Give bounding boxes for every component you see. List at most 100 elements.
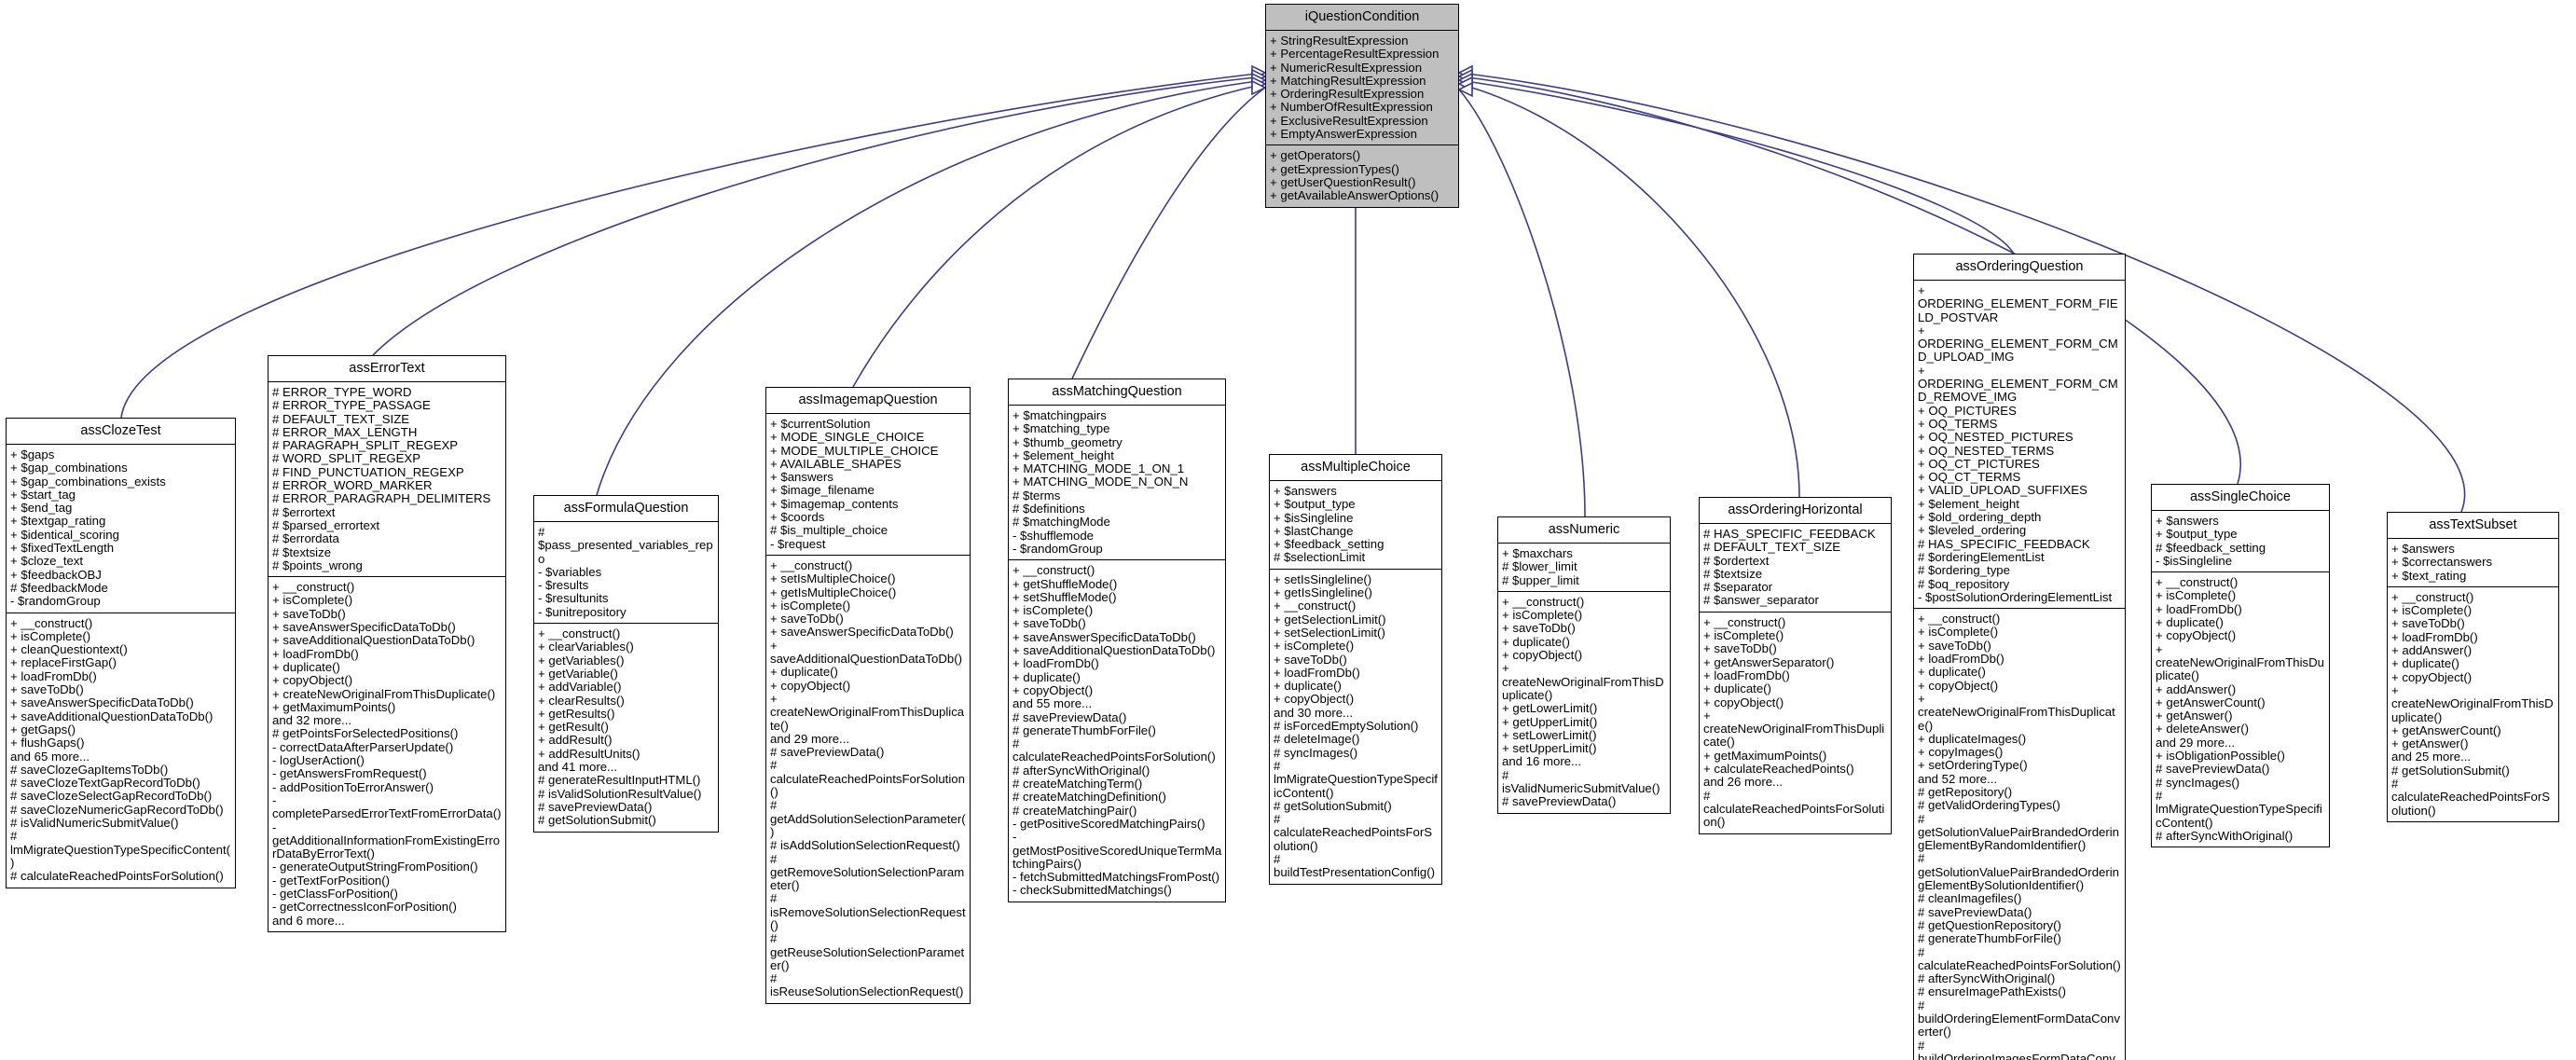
class-method: + saveToDb() bbox=[10, 682, 84, 697]
class-method: - checkSubmittedMatchings() bbox=[1012, 883, 1172, 898]
class-attribute: + OQ_TERMS bbox=[1918, 416, 1998, 431]
class-method: + setLowerLimit() bbox=[1502, 727, 1597, 742]
class-attributes-section: + $answers+ $correctanswers+ $text_ratin… bbox=[2388, 539, 2558, 587]
class-attribute: + MODE_SINGLE_CHOICE bbox=[770, 430, 925, 445]
class-method: + copyObject() bbox=[770, 678, 851, 693]
class-attributes-section: + $currentSolution+ MODE_SINGLE_CHOICE+ … bbox=[766, 414, 970, 556]
class-box-assOrderingQuestion[interactable]: assOrderingQuestion+ ORDERING_ELEMENT_FO… bbox=[1913, 254, 2126, 1060]
class-attribute: + $output_type bbox=[2156, 527, 2238, 542]
class-title: assClozeTest bbox=[7, 419, 235, 445]
class-method: + getUpperLimit() bbox=[1502, 714, 1598, 729]
class-method: # calculateReachedPointsForSolution() bbox=[770, 758, 965, 800]
class-method: + getMaximumPoints() bbox=[1703, 748, 1827, 763]
class-attribute: + $thumb_geometry bbox=[1012, 434, 1123, 449]
class-method: # createMatchingTerm() bbox=[1012, 777, 1143, 792]
class-method: + setShuffleMode() bbox=[1012, 589, 1117, 604]
class-method: + __construct() bbox=[1274, 599, 1357, 613]
class-attribute: - $variables bbox=[538, 564, 602, 579]
class-method: + saveAnswerSpecificDataToDb() bbox=[10, 695, 194, 710]
class-method: + __construct() bbox=[272, 580, 355, 595]
class-method: + isComplete() bbox=[2391, 603, 2473, 618]
class-method: + copyObject() bbox=[1502, 648, 1583, 663]
class-attribute: + MATCHING_MODE_1_ON_1 bbox=[1012, 461, 1185, 476]
class-attribute: + $answers bbox=[2156, 514, 2219, 528]
class-attribute: + ORDERING_ELEMENT_FORM_FIELD_POSTVAR bbox=[1918, 283, 2118, 324]
class-method: and 52 more... bbox=[1918, 771, 1998, 786]
class-methods-section: + __construct()+ isComplete()+ loadFromD… bbox=[2152, 572, 2329, 847]
class-method: + loadFromDb() bbox=[1012, 656, 1099, 671]
class-attribute: # ERROR_PARAGRAPH_DELIMITERS bbox=[272, 491, 491, 506]
class-method: + __construct() bbox=[538, 626, 621, 641]
class-attribute: + $feedbackOBJ bbox=[10, 567, 102, 582]
class-box-assErrorText[interactable]: assErrorText# ERROR_TYPE_WORD# ERROR_TYP… bbox=[268, 355, 506, 932]
class-method: # calculateReachedPointsForSolution() bbox=[1918, 944, 2121, 972]
class-attribute: - $randomGroup bbox=[10, 594, 101, 609]
class-attribute: - $isSingleline bbox=[2156, 553, 2233, 568]
class-method: - getCorrectnessIconForPosition() bbox=[272, 900, 457, 915]
class-attribute: # $terms bbox=[1012, 488, 1061, 502]
class-box-assOrderingHorizontal[interactable]: assOrderingHorizontal# HAS_SPECIFIC_FEED… bbox=[1699, 497, 1892, 834]
class-method: + loadFromDb() bbox=[1703, 668, 1790, 682]
class-method: and 32 more... bbox=[272, 713, 352, 728]
class-attribute: - $results bbox=[538, 578, 589, 593]
class-attribute: + EmptyAnswerExpression bbox=[1270, 127, 1417, 142]
class-attribute: + OQ_NESTED_PICTURES bbox=[1918, 430, 2073, 445]
class-method: + isComplete() bbox=[770, 598, 851, 613]
class-attribute: + $text_rating bbox=[2391, 568, 2467, 583]
class-attribute: - $unitrepository bbox=[538, 604, 627, 619]
class-box-assMatchingQuestion[interactable]: assMatchingQuestion+ $matchingpairs+ $ma… bbox=[1008, 379, 1226, 902]
class-attribute: # $parsed_errortext bbox=[272, 517, 380, 532]
class-method: # getSolutionValuePairBrandedOrderingEle… bbox=[1918, 851, 2120, 893]
class-method: # getSolutionSubmit() bbox=[2391, 763, 2510, 778]
class-method: + getShuffleMode() bbox=[1012, 576, 1118, 591]
class-attribute: + $maxchars bbox=[1502, 546, 1573, 560]
class-attribute: # $errordata bbox=[272, 531, 339, 546]
class-method: + clearVariables() bbox=[538, 640, 634, 654]
class-method: + deleteAnswer() bbox=[2156, 722, 2250, 736]
class-attribute: + $element_height bbox=[1012, 447, 1114, 462]
class-method: + isComplete() bbox=[1502, 608, 1583, 623]
class-attribute: # $errortext bbox=[272, 504, 336, 519]
class-box-assSingleChoice[interactable]: assSingleChoice+ $answers+ $output_type#… bbox=[2151, 484, 2330, 848]
class-method: + getAnswerCount() bbox=[2156, 695, 2266, 709]
class-method: # saveClozeSelectGapRecordToDb() bbox=[10, 789, 213, 804]
class-method: # lmMigrateQuestionTypeSpecificContent() bbox=[1274, 758, 1438, 800]
class-method: + isComplete() bbox=[1274, 639, 1355, 654]
class-attribute: + $imagemap_contents bbox=[770, 496, 899, 511]
class-box-assTextSubset[interactable]: assTextSubset+ $answers+ $correctanswers… bbox=[2387, 512, 2559, 822]
class-method: # calculateReachedPointsForSolution() bbox=[10, 869, 224, 884]
class-box-assNumeric[interactable]: assNumeric+ $maxchars# $lower_limit# $up… bbox=[1497, 516, 1671, 814]
class-title: assMultipleChoice bbox=[1270, 455, 1441, 481]
class-methods-section: + __construct()+ isComplete()+ saveToDb(… bbox=[2388, 587, 2558, 821]
class-method: # savePreviewData() bbox=[1918, 904, 2032, 919]
class-box-assMultipleChoice[interactable]: assMultipleChoice+ $answers+ $output_typ… bbox=[1269, 454, 1442, 885]
class-attribute: + $feedback_setting bbox=[1274, 537, 1384, 552]
class-method: + setSelectionLimit() bbox=[1274, 625, 1385, 640]
class-method: + __construct() bbox=[2391, 589, 2474, 604]
class-method: + saveToDb() bbox=[1012, 616, 1086, 631]
class-method: + copyObject() bbox=[272, 673, 353, 688]
class-method: + flushGaps() bbox=[10, 736, 85, 750]
class-method: and 41 more... bbox=[538, 760, 618, 775]
class-box-iQuestionCondition[interactable]: iQuestionCondition+ StringResultExpressi… bbox=[1265, 4, 1459, 208]
class-attribute: # HAS_SPECIFIC_FEEDBACK bbox=[1918, 536, 2090, 551]
class-attribute: + $end_tag bbox=[10, 501, 73, 516]
class-method: and 29 more... bbox=[2156, 735, 2236, 750]
class-title: iQuestionCondition bbox=[1266, 5, 1458, 31]
class-method: + clearResults() bbox=[538, 693, 625, 708]
class-attribute: + $old_ordering_depth bbox=[1918, 510, 2042, 525]
class-method: # lmMigrateQuestionTypeSpecificContent() bbox=[10, 829, 231, 870]
class-method: # getSolutionSubmit() bbox=[538, 813, 656, 828]
class-method: + saveToDb() bbox=[1918, 638, 1991, 653]
class-method: + saveAdditionalQuestionDataToDb() bbox=[272, 633, 475, 648]
class-method: + getUserQuestionResult() bbox=[1270, 174, 1416, 189]
class-box-assClozeTest[interactable]: assClozeTest+ $gaps+ $gap_combinations+ … bbox=[6, 418, 236, 888]
class-method: + __construct() bbox=[1012, 563, 1095, 578]
class-attributes-section: # HAS_SPECIFIC_FEEDBACK# DEFAULT_TEXT_SI… bbox=[1700, 524, 1891, 613]
class-attribute: # $oq_repository bbox=[1918, 576, 2010, 591]
class-method: # afterSyncWithOriginal() bbox=[1012, 763, 1150, 778]
class-method: + saveAnswerSpecificDataToDb() bbox=[272, 620, 456, 635]
class-box-assFormulaQuestion[interactable]: assFormulaQuestion# $pass_presented_vari… bbox=[533, 495, 719, 833]
class-method: # ensureImagePathExists() bbox=[1918, 984, 2067, 999]
class-box-assImagemapQuestion[interactable]: assImagemapQuestion+ $currentSolution+ M… bbox=[765, 387, 971, 1004]
